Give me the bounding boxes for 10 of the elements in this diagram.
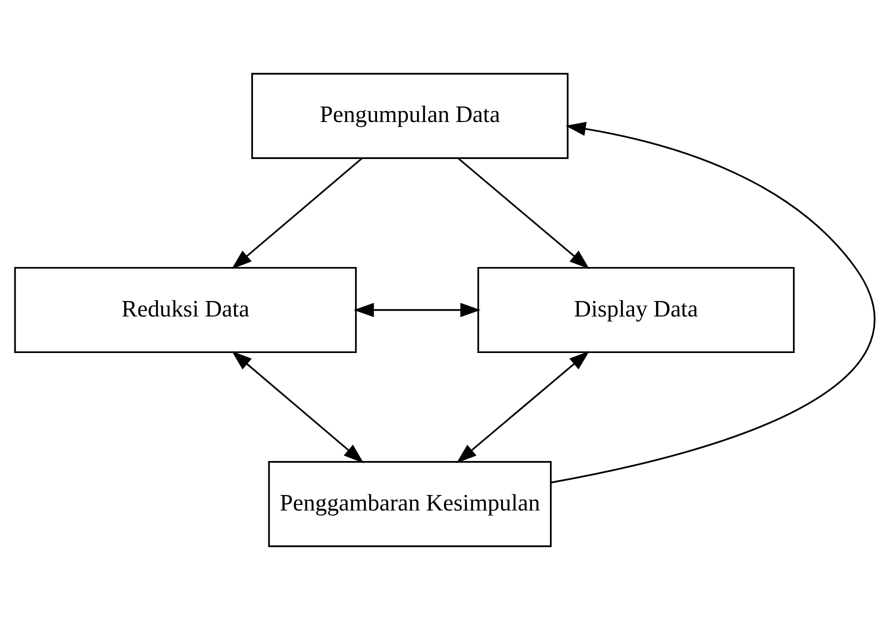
arrow [551,122,876,484]
arrow [456,350,590,464]
arrow [354,302,481,318]
arrow [232,158,362,270]
node-box: Reduksi Data [14,266,357,354]
arrow [232,350,364,464]
node-box: Penggambaran Kesimpulan [268,461,552,548]
node-box: Display Data [477,266,795,354]
arrow [458,158,590,270]
node-box: Pengumpulan Data [251,72,569,159]
